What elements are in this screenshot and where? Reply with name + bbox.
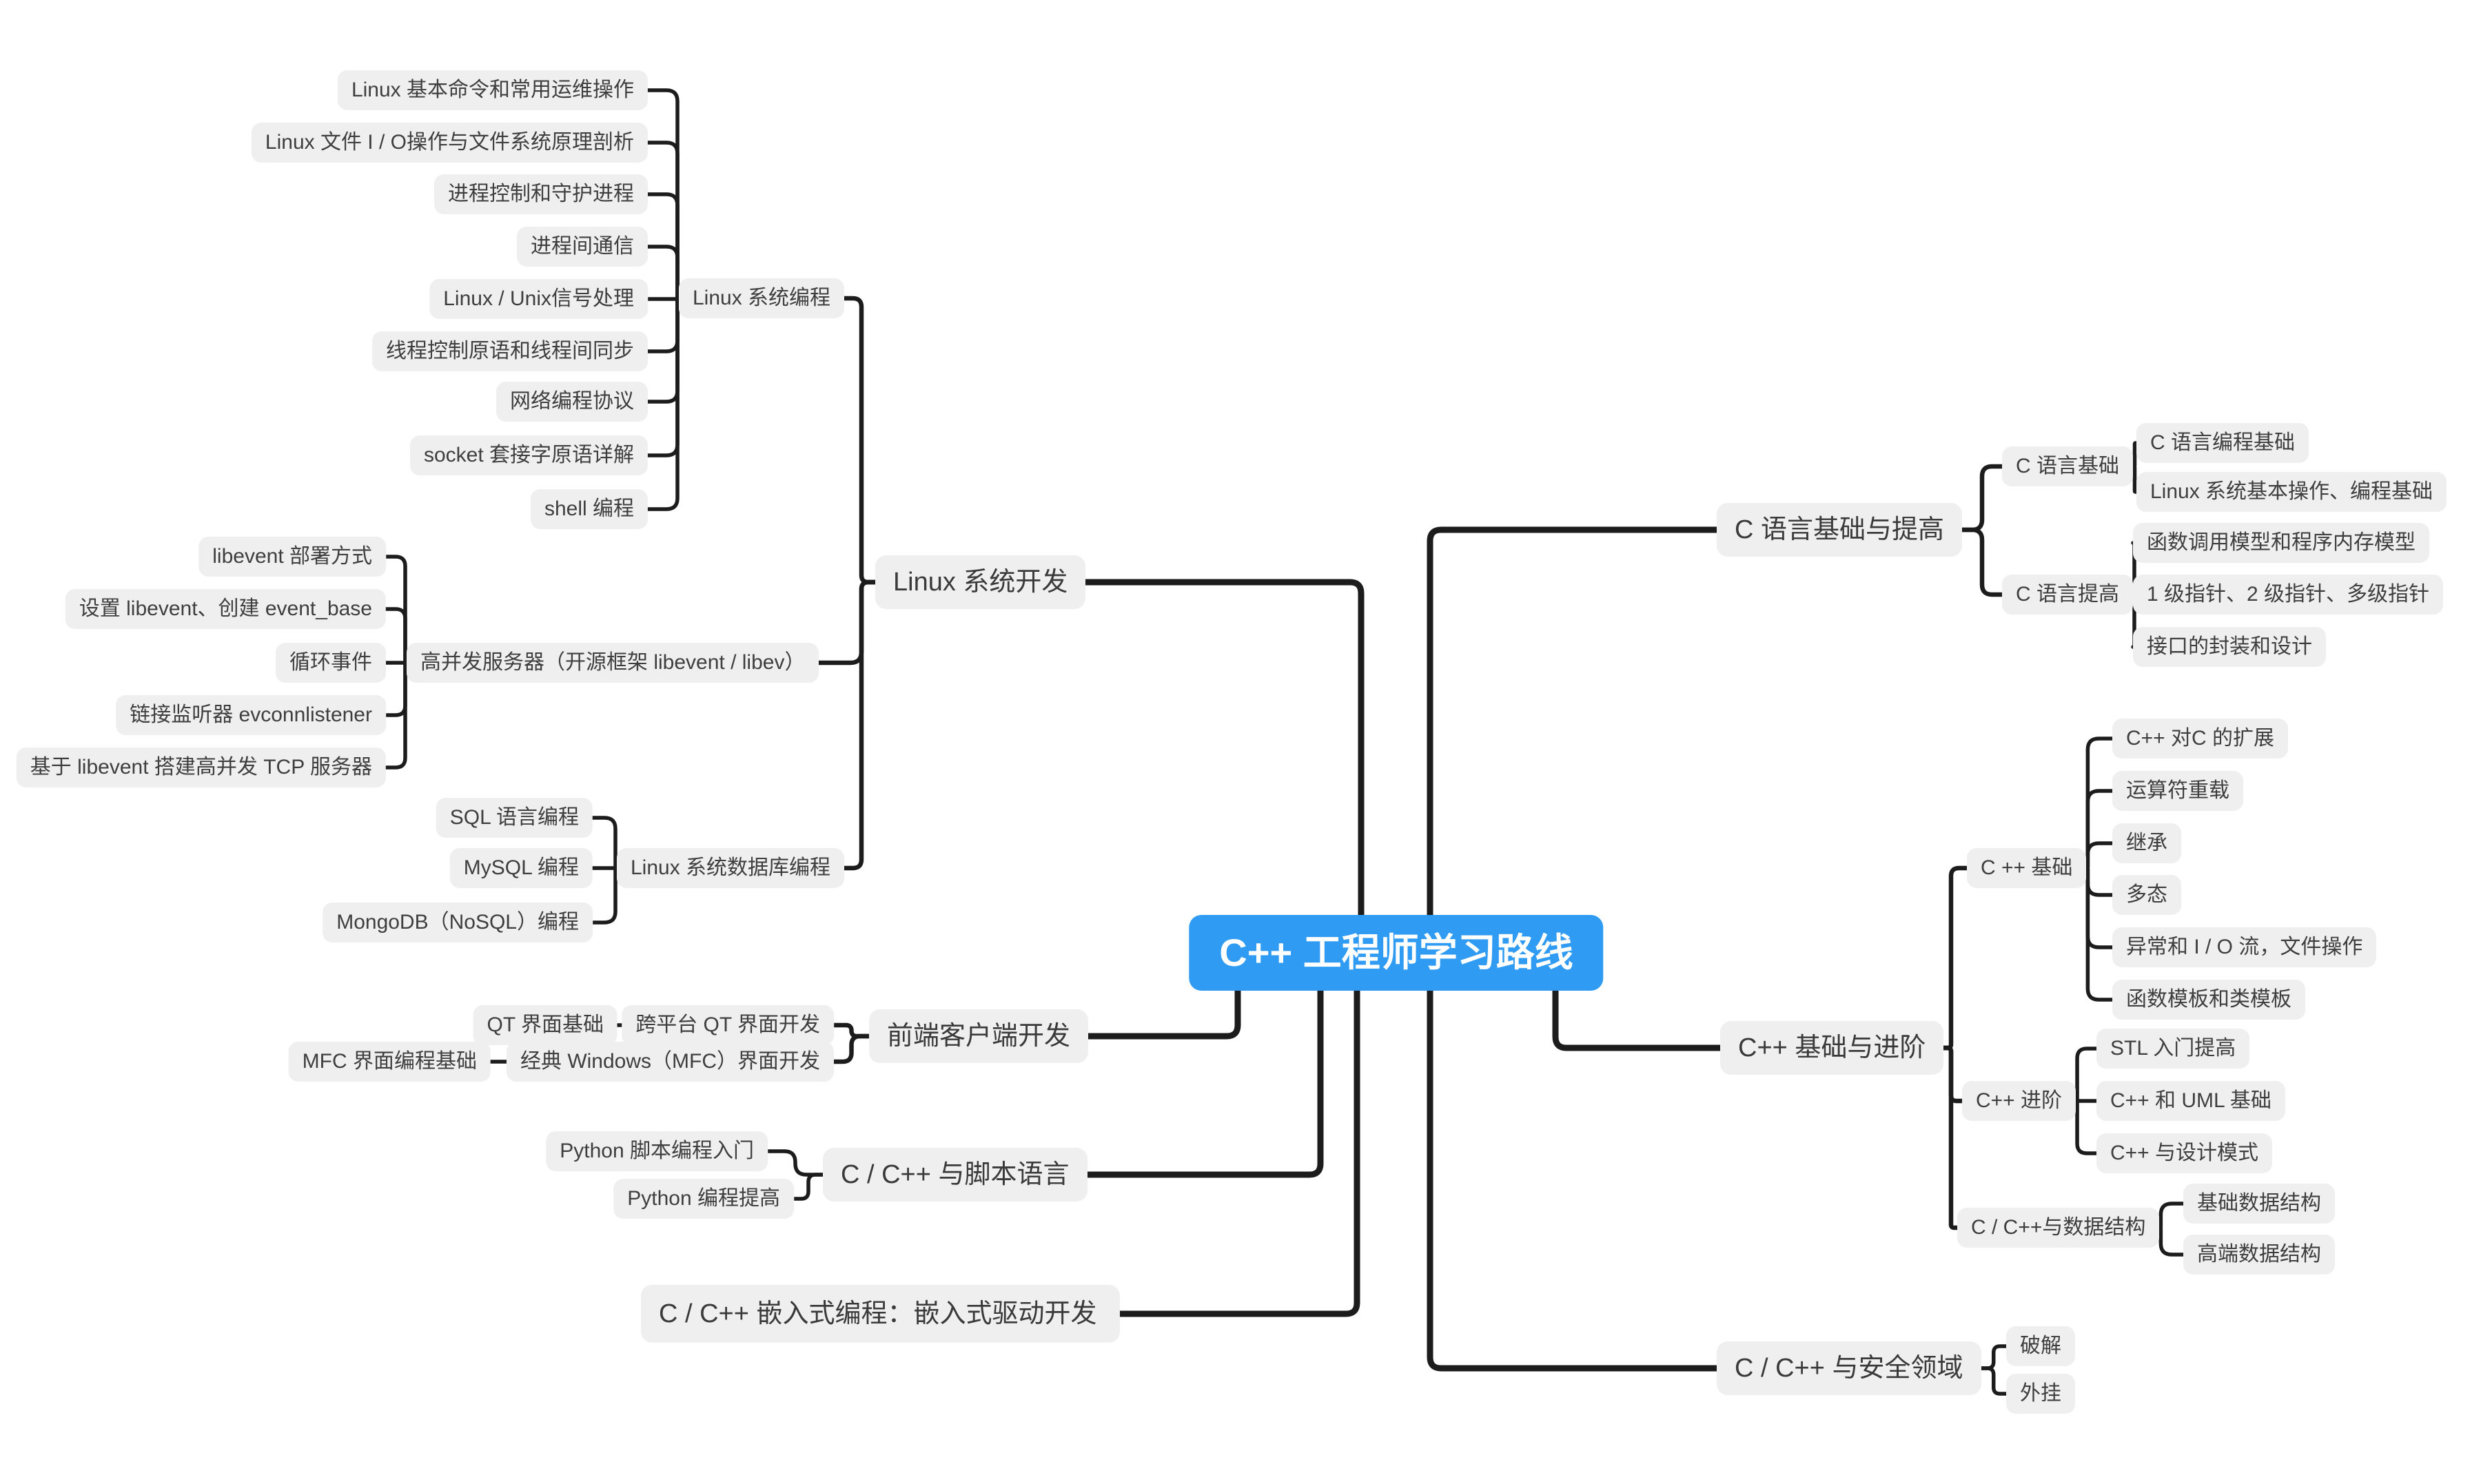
- mindmap-node-h4[interactable]: 多态: [2112, 875, 2181, 915]
- mindmap-node-g2[interactable]: 1 级指针、2 级指针、多级指针: [2133, 575, 2444, 615]
- mindmap-node-e2[interactable]: Python 编程提高: [613, 1179, 794, 1219]
- mindmap-node-a5[interactable]: Linux / Unix信号处理: [429, 279, 648, 319]
- mindmap-node-m3[interactable]: C / C++ 与脚本语言: [823, 1148, 1088, 1202]
- connector-j2: [2157, 1226, 2185, 1257]
- mindmap-node-g1[interactable]: 函数调用模型和程序内存模型: [2133, 523, 2429, 563]
- connector-k2: [1979, 1366, 2008, 1396]
- mindmap-node-m7[interactable]: C / C++ 与安全领域: [1717, 1341, 1981, 1395]
- connector-c3: [591, 866, 619, 925]
- connector-a6: [646, 296, 681, 353]
- connector-i3: [2074, 1099, 2099, 1155]
- mindmap-node-m4[interactable]: C / C++ 嵌入式编程：嵌入式驱动开发: [641, 1284, 1120, 1343]
- mindmap-node-d2[interactable]: MFC 界面编程基础: [288, 1042, 491, 1082]
- mindmap-node-i1[interactable]: STL 入门提高: [2096, 1029, 2250, 1069]
- mindmap-node-g3[interactable]: 接口的封装和设计: [2133, 627, 2326, 667]
- mindmap-node-j1[interactable]: 基础数据结构: [2183, 1184, 2335, 1224]
- mindmap-node-a2[interactable]: Linux 文件 I / O操作与文件系统原理剖析: [251, 123, 648, 163]
- mindmap-node-h1[interactable]: C++ 对C 的扩展: [2112, 719, 2289, 759]
- connector-a5: [646, 296, 681, 301]
- mindmap-node-f1[interactable]: C 语言编程基础: [2136, 423, 2309, 463]
- connector-e1: [766, 1149, 825, 1177]
- connector-m4: [1116, 987, 1360, 1317]
- root-node[interactable]: C++ 工程师学习路线: [1189, 915, 1604, 991]
- connector-k1: [1979, 1344, 2008, 1370]
- mindmap-node-a9[interactable]: shell 编程: [530, 489, 648, 529]
- mindmap-node-m2[interactable]: 前端客户端开发: [869, 1009, 1089, 1063]
- connector-c1: [591, 816, 619, 870]
- connector-m1: [1082, 579, 1365, 918]
- mindmap-node-i2[interactable]: C++ 和 UML 基础: [2096, 1081, 2285, 1121]
- connector-m5: [1427, 526, 1720, 918]
- mindmap-node-p1[interactable]: Linux 系统编程: [679, 278, 845, 318]
- mindmap-node-p4[interactable]: 跨平台 QT 界面开发: [622, 1005, 834, 1045]
- connector-p3: [841, 579, 878, 871]
- mindmap-node-a6[interactable]: 线程控制原语和线程间同步: [372, 331, 648, 371]
- connector-a4: [646, 245, 681, 300]
- mindmap-node-p2[interactable]: 高并发服务器（开源框架 libevent / libev）: [407, 643, 819, 683]
- connector-p6: [1959, 464, 2005, 533]
- connector-h4: [2084, 866, 2114, 897]
- mindmap-node-p3[interactable]: Linux 系统数据库编程: [617, 848, 845, 888]
- mindmap-node-p7[interactable]: C 语言提高: [2002, 575, 2133, 615]
- connector-p1: [841, 296, 878, 585]
- mindmap-node-h5[interactable]: 异常和 I / O 流，文件操作: [2112, 927, 2377, 967]
- mindmap-node-c1[interactable]: SQL 语言编程: [436, 798, 593, 838]
- mindmap-node-d1[interactable]: QT 界面基础: [473, 1005, 617, 1045]
- mindmap-node-c3[interactable]: MongoDB（NoSQL）编程: [323, 903, 593, 942]
- connector-b2: [384, 607, 409, 665]
- connector-m7: [1427, 987, 1720, 1372]
- mindmap-node-a8[interactable]: socket 套接字原语详解: [409, 435, 648, 475]
- connector-a9: [646, 296, 681, 511]
- connector-a2: [646, 141, 681, 300]
- mindmap-node-i3[interactable]: C++ 与设计模式: [2096, 1133, 2273, 1173]
- mindmap-node-b4[interactable]: 链接监听器 evconnlistener: [116, 695, 386, 735]
- connector-i1: [2074, 1047, 2099, 1103]
- connector-h6: [2084, 866, 2114, 1002]
- mindmap-node-e1[interactable]: Python 脚本编程入门: [546, 1131, 768, 1171]
- mindmap-node-f2[interactable]: Linux 系统基本操作、编程基础: [2136, 472, 2447, 512]
- connector-p5: [831, 1033, 872, 1064]
- mindmap-node-b1[interactable]: libevent 部署方式: [198, 537, 386, 577]
- connector-b5: [384, 661, 409, 770]
- mindmap-node-m6[interactable]: C++ 基础与进阶: [1720, 1021, 1944, 1075]
- connector-p8: [1941, 865, 1970, 1051]
- mindmap-node-p8[interactable]: C ++ 基础: [1967, 848, 2087, 888]
- mindmap-node-p6[interactable]: C 语言基础: [2002, 446, 2133, 486]
- connector-h3: [2084, 841, 2114, 870]
- connector-j1: [2157, 1202, 2185, 1230]
- mindmap-node-p9[interactable]: C++ 进阶: [1962, 1081, 2076, 1121]
- connector-m2: [1085, 987, 1241, 1040]
- connector-m6: [1552, 987, 1724, 1051]
- mindmap-node-k1[interactable]: 破解: [2006, 1326, 2075, 1366]
- connector-a8: [646, 296, 681, 457]
- connector-h5: [2084, 866, 2114, 949]
- mindmap-node-c2[interactable]: MySQL 编程: [449, 848, 593, 888]
- mindmap-node-a7[interactable]: 网络编程协议: [496, 382, 648, 422]
- mindmap-node-h2[interactable]: 运算符重载: [2112, 771, 2243, 811]
- connector-p7: [1959, 527, 2005, 597]
- mindmap-node-h6[interactable]: 函数模板和类模板: [2112, 980, 2305, 1020]
- mindmap-node-j2[interactable]: 高端数据结构: [2183, 1235, 2335, 1275]
- connector-h2: [2084, 789, 2114, 870]
- connector-m3: [1084, 987, 1324, 1178]
- mindmap-node-a1[interactable]: Linux 基本命令和常用运维操作: [337, 70, 648, 110]
- mindmap-node-a3[interactable]: 进程控制和守护进程: [434, 174, 648, 214]
- mindmap-node-k2[interactable]: 外挂: [2006, 1374, 2075, 1414]
- mindmap-node-p5[interactable]: 经典 Windows（MFC）界面开发: [506, 1042, 834, 1082]
- mindmap-node-b5[interactable]: 基于 libevent 搭建高并发 TCP 服务器: [16, 748, 386, 787]
- connector-p10: [1941, 1045, 1960, 1230]
- connector-f2: [2131, 464, 2138, 494]
- mindmap-node-b3[interactable]: 循环事件: [276, 643, 386, 683]
- mindmap-node-a4[interactable]: 进程间通信: [517, 227, 648, 267]
- mindmap-node-m5[interactable]: C 语言基础与提高: [1717, 503, 1963, 557]
- mindmap-node-p10[interactable]: C / C++与数据结构: [1957, 1208, 2160, 1248]
- mindmap-node-b2[interactable]: 设置 libevent、创建 event_base: [65, 589, 386, 629]
- connector-e2: [792, 1173, 825, 1201]
- mindmap-node-m1[interactable]: Linux 系统开发: [875, 555, 1086, 609]
- connector-p2: [817, 579, 878, 666]
- mindmap-node-h3[interactable]: 继承: [2112, 823, 2181, 863]
